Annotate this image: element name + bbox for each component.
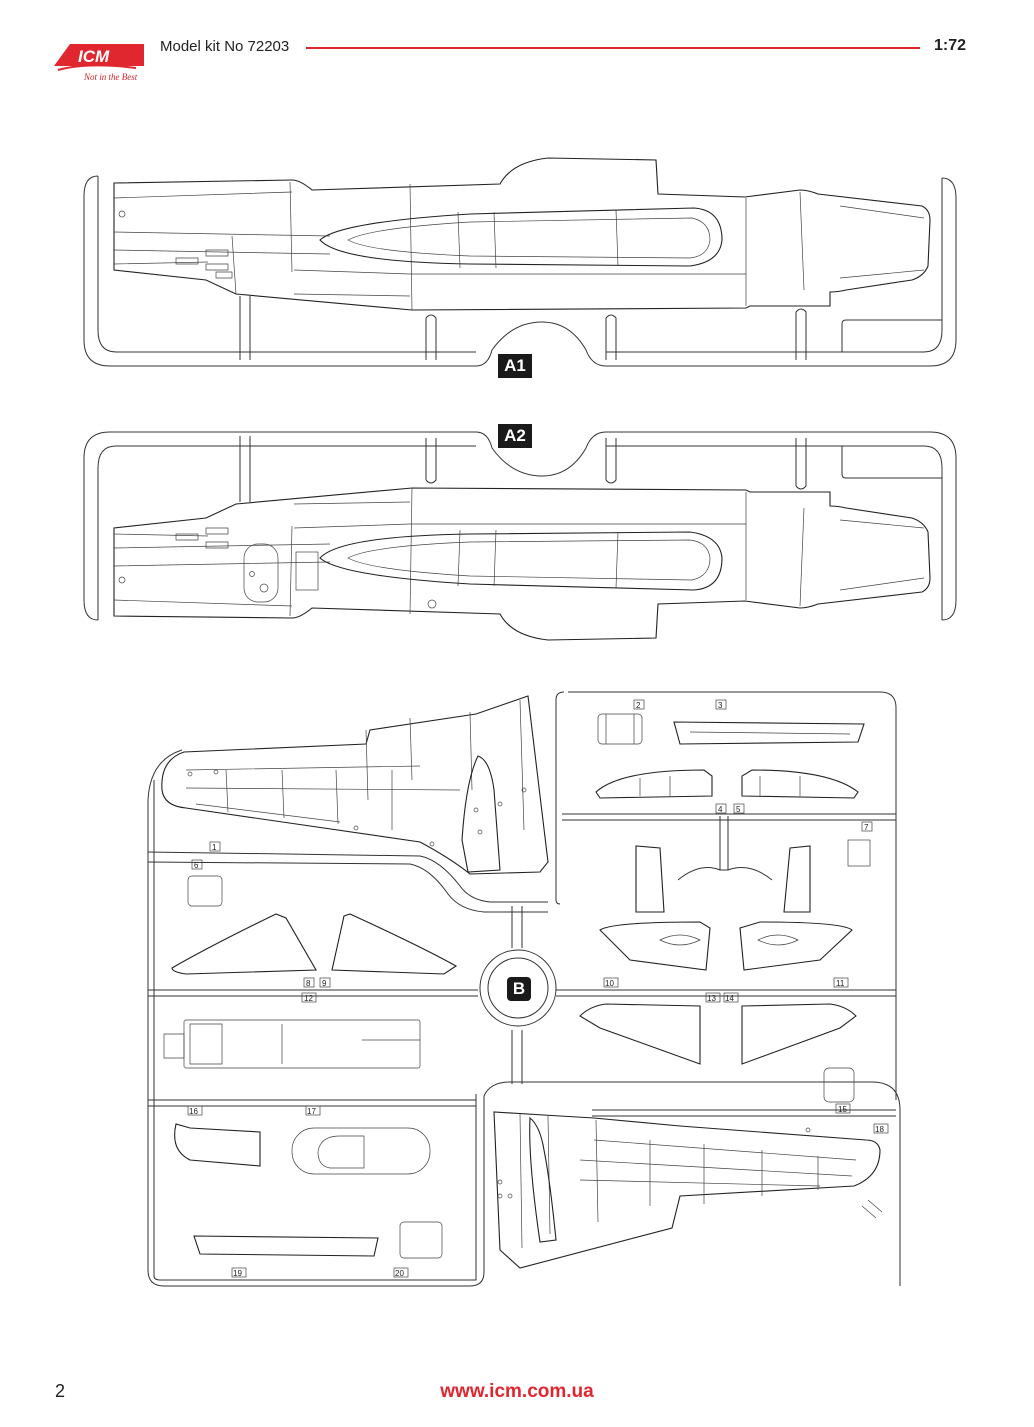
part-number: 4 bbox=[718, 805, 723, 814]
part-number: 7 bbox=[864, 823, 869, 832]
part-number: 15 bbox=[838, 1105, 847, 1114]
sprue-a1-frame bbox=[83, 175, 957, 367]
website-link[interactable]: www.icm.com.ua bbox=[440, 1381, 594, 1402]
icm-logo: ICM bbox=[54, 44, 144, 71]
fuselage-half-a2 bbox=[113, 487, 931, 641]
sprue-label-b: B bbox=[507, 977, 531, 1001]
wing-left bbox=[161, 695, 549, 875]
scale-label: 1:72 bbox=[934, 37, 967, 54]
sprue-label-a2: A2 bbox=[498, 424, 532, 448]
part-number: 12 bbox=[304, 994, 313, 1003]
brand-text: ICM bbox=[78, 47, 110, 66]
part-number: 11 bbox=[836, 979, 845, 988]
part-number: 3 bbox=[718, 701, 723, 710]
part-number: 13 bbox=[707, 994, 716, 1003]
part-number: 20 bbox=[395, 1269, 404, 1278]
part-number: 18 bbox=[875, 1125, 884, 1134]
sprue-label-a1: A1 bbox=[498, 354, 532, 378]
part-number-labels: 1 2 3 4 5 6 7 8 9 10 11 12 13 14 15 16 1… bbox=[187, 699, 889, 1278]
part-number: 9 bbox=[322, 979, 327, 988]
part-number: 19 bbox=[233, 1269, 242, 1278]
part-number: 8 bbox=[306, 979, 311, 988]
part-number: 2 bbox=[636, 701, 641, 710]
sprue-b-frame bbox=[147, 691, 901, 1287]
part-number: 16 bbox=[189, 1107, 198, 1116]
sprue-a2-frame bbox=[83, 431, 957, 621]
fuselage-half-a1 bbox=[113, 157, 931, 311]
part-number: 6 bbox=[194, 861, 199, 870]
part-number: 1 bbox=[212, 843, 217, 852]
part-number: 17 bbox=[307, 1107, 316, 1116]
header-divider bbox=[306, 47, 920, 49]
part-number: 14 bbox=[725, 994, 734, 1003]
page-number: 2 bbox=[55, 1381, 66, 1401]
part-number: 5 bbox=[736, 805, 741, 814]
sprue-b-small-parts bbox=[163, 713, 871, 1259]
kit-title: Model kit No 72203 bbox=[160, 38, 290, 55]
wing-right bbox=[493, 1111, 883, 1269]
part-number: 10 bbox=[605, 979, 614, 988]
brand-tagline: Not in the Best bbox=[84, 72, 138, 82]
